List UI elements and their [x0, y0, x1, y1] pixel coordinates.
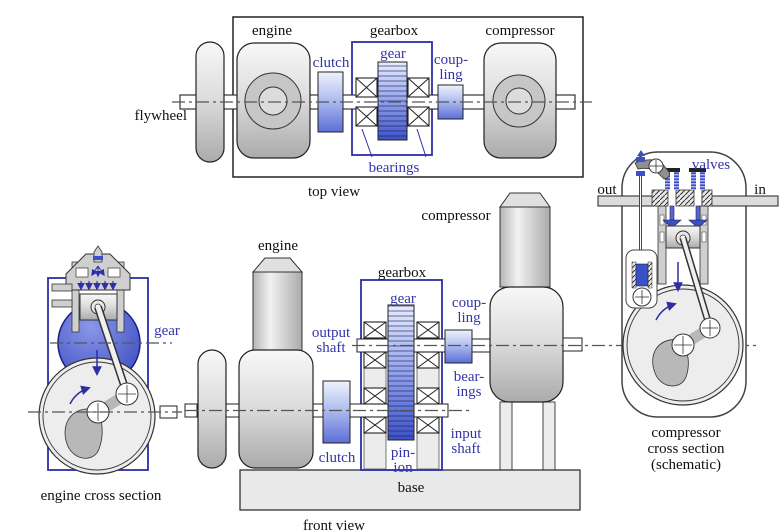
- cooling-fin: [51, 283, 73, 292]
- label-front-coupling-2: ling: [457, 310, 481, 326]
- label-top-gearbox: gearbox: [370, 23, 419, 39]
- crank-pin-comp: [699, 317, 721, 339]
- cylinder-cs: [51, 253, 131, 333]
- gear-pinion-front: [387, 304, 415, 441]
- label-top-clutch: clutch: [313, 55, 350, 71]
- label-top-view-title: top view: [308, 184, 360, 200]
- clutch-front: [322, 380, 351, 444]
- label-top-coupling-1: coup-: [434, 52, 468, 68]
- label-front-bearings-2: ings: [456, 384, 481, 400]
- label-front-compressor: compressor: [421, 208, 490, 224]
- label-pinion-1: pin-: [391, 445, 415, 461]
- label-front-gear: gear: [390, 291, 416, 307]
- label-in: in: [754, 182, 766, 198]
- spray-arrow: [97, 265, 105, 277]
- compressor-top: [483, 42, 557, 159]
- label-front-gearbox: gearbox: [378, 265, 427, 281]
- label-output-shaft-2: shaft: [316, 340, 346, 356]
- label-input-shaft-2: shaft: [451, 441, 481, 457]
- label-valves: valves: [692, 157, 730, 173]
- spray-arrow: [91, 265, 99, 277]
- cooling-fin: [51, 299, 73, 308]
- label-pinion-2: ion: [393, 460, 413, 476]
- top-view: engine gearbox compressor flywheel clutc…: [135, 16, 592, 200]
- label-comp-cs-title-3: (schematic): [651, 457, 721, 473]
- bearings-pointer-right: [416, 128, 427, 158]
- compressor-leg-right: [542, 401, 556, 471]
- compressor-front: [489, 192, 583, 403]
- gear-top: [377, 61, 408, 141]
- bearings-top: [355, 77, 430, 127]
- engine-front: [238, 257, 314, 469]
- coupling-front: [444, 329, 473, 364]
- gearbox-outline-front: [360, 279, 443, 471]
- label-output-shaft-1: output: [312, 325, 351, 341]
- label-comp-cs-title-1: compressor: [651, 425, 720, 441]
- label-top-gear: gear: [380, 46, 406, 62]
- in-pipe: [701, 195, 779, 207]
- injector-cs: [91, 245, 105, 278]
- rotation-arrow: [69, 385, 91, 405]
- label-comp-cs-title-2: cross section: [647, 441, 725, 457]
- label-front-engine: engine: [258, 238, 298, 254]
- label-out: out: [597, 182, 617, 198]
- flywheel-front: [197, 349, 227, 469]
- label-input-shaft-1: input: [451, 426, 483, 442]
- intake-arrows-cs: [77, 281, 117, 291]
- label-top-bearings: bearings: [369, 160, 420, 176]
- bearings-front: [363, 321, 440, 434]
- cylinder-head-comp: [651, 189, 713, 207]
- unloader-assembly: [625, 150, 670, 309]
- label-front-clutch: clutch: [319, 450, 356, 466]
- base: [239, 469, 581, 511]
- compressor-leg-left: [499, 401, 513, 471]
- label-engine-cs-title: engine cross section: [41, 488, 162, 504]
- label-top-coupling-2: ling: [439, 67, 463, 83]
- crank-center-comp: [671, 333, 695, 357]
- bearings-pointer-left: [361, 128, 373, 158]
- label-top-compressor: compressor: [485, 23, 554, 39]
- rotation-arrow-comp: [655, 301, 677, 321]
- label-front-bearings-1: bear-: [454, 369, 485, 385]
- label-front-coupling-1: coup-: [452, 295, 486, 311]
- label-base: base: [398, 480, 425, 496]
- label-flywheel: flywheel: [135, 108, 187, 124]
- crank-pin-cs: [115, 382, 139, 406]
- label-top-engine: engine: [252, 23, 292, 39]
- compressor-cross-section: valves out in compressor cross section (…: [597, 150, 779, 473]
- engine-top: [236, 42, 311, 159]
- label-cs-gear: gear: [154, 323, 180, 339]
- valves-comp: [662, 205, 708, 229]
- rocker-arrow: [637, 150, 645, 156]
- label-front-view-title: front view: [303, 518, 365, 532]
- engine-cross-section: gear engine cross section: [28, 245, 182, 504]
- valve-springs: [663, 168, 706, 190]
- front-view: engine compressor gearbox gear output sh…: [184, 192, 757, 532]
